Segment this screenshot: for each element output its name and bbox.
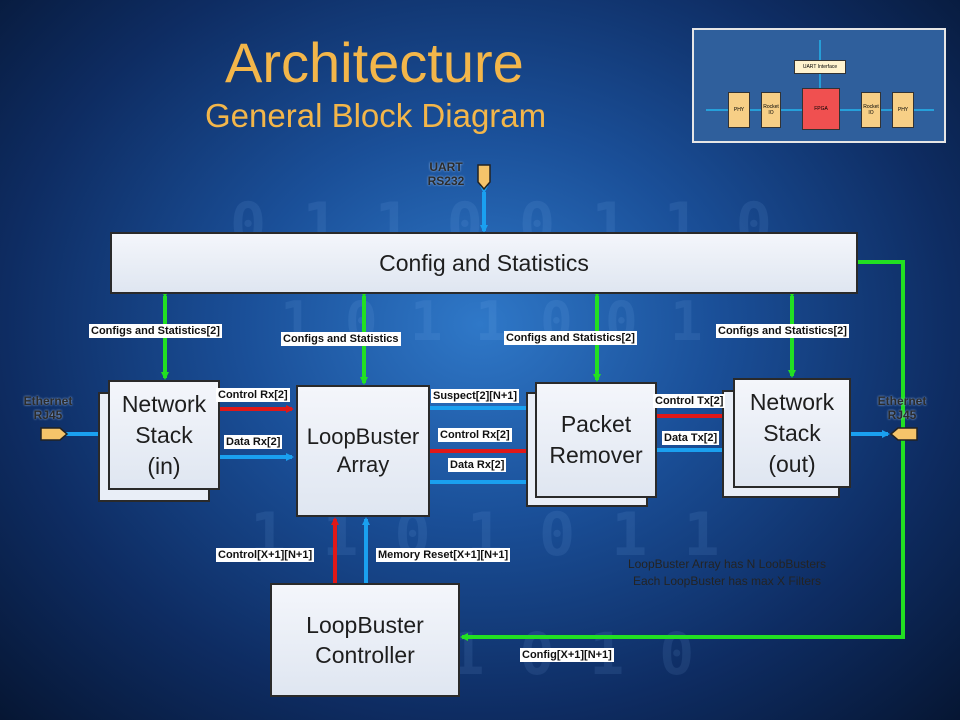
loopbuster-controller-block[interactable]: LoopBuster Controller — [270, 583, 460, 697]
ethernet-in-connector-icon — [40, 427, 68, 441]
thumb-rocketio-left: Rocket IO — [761, 92, 781, 128]
signal-label-data-tx: Data Tx[2] — [662, 431, 720, 445]
ethernet-in-label: Ethernet RJ45 — [23, 394, 73, 422]
signal-label-data-rx-in: Data Rx[2] — [224, 435, 283, 449]
network-stack-out-block[interactable]: Network Stack (out) — [733, 378, 851, 488]
thumb-phy-right: PHY — [892, 92, 914, 128]
signal-label-data-rx-mid: Data Rx[2] — [448, 458, 507, 472]
loopbuster-controller-label: LoopBuster Controller — [306, 612, 424, 668]
ethernet-out-label: Ethernet RJ45 — [877, 394, 927, 422]
network-stack-in-label: Network Stack (in) — [121, 390, 207, 479]
signal-label-control-tx: Control Tx[2] — [653, 394, 726, 408]
network-stack-in-block[interactable]: Network Stack (in) — [108, 380, 220, 490]
config-and-statistics-block[interactable]: Config and Statistics — [110, 232, 858, 294]
signal-label-config-xn: Config[X+1][N+1] — [520, 648, 614, 662]
signal-label-memory-reset: Memory Reset[X+1][N+1] — [376, 548, 511, 562]
signal-label-suspect: Suspect[2][N+1] — [431, 389, 520, 403]
thumb-rocketio-right: Rocket IO — [861, 92, 881, 128]
signal-label-cfg-stats-center: Configs and Statistics — [281, 332, 401, 346]
loopbuster-array-label: LoopBuster Array — [306, 424, 420, 477]
signal-label-control-rx-mid: Control Rx[2] — [438, 428, 512, 442]
page-title: Architecture — [225, 31, 524, 94]
ethernet-out-connector-icon — [890, 427, 918, 441]
config-and-statistics-label: Config and Statistics — [379, 249, 589, 276]
page-subtitle: General Block Diagram — [205, 97, 547, 134]
note-line-1: LoopBuster Array has N LoobBusters — [627, 557, 827, 571]
thumb-wires — [706, 40, 934, 111]
signal-label-cfg-stats-mid: Configs and Statistics[2] — [504, 331, 637, 345]
thumb-fpga: FPGA — [802, 88, 840, 130]
uart-port-label: UART RS232 — [427, 160, 465, 188]
uart-connector-icon — [477, 164, 491, 190]
note-line-2: Each LoopBuster has max X Filters — [632, 574, 822, 588]
packet-remover-label: Packet Remover — [549, 411, 643, 468]
diagram-notes: LoopBuster Array has N LoobBusters Each … — [596, 556, 858, 590]
signal-label-control-rx-in: Control Rx[2] — [216, 388, 290, 402]
thumb-phy-left: PHY — [728, 92, 750, 128]
thumb-uart-block: UART Interface — [794, 60, 846, 74]
signal-label-cfg-stats-right: Configs and Statistics[2] — [716, 324, 849, 338]
config-feedback-link — [460, 260, 905, 641]
signal-label-control-xn: Control[X+1][N+1] — [216, 548, 315, 562]
loopbuster-array-block[interactable]: LoopBuster Array — [296, 385, 430, 517]
signal-label-cfg-stats-left: Configs and Statistics[2] — [89, 324, 222, 338]
network-stack-out-label: Network Stack (out) — [749, 388, 835, 477]
packet-remover-block[interactable]: Packet Remover — [535, 382, 657, 498]
board-thumbnail: UART Interface PHY Rocket IO FPGA Rocket… — [692, 28, 946, 143]
